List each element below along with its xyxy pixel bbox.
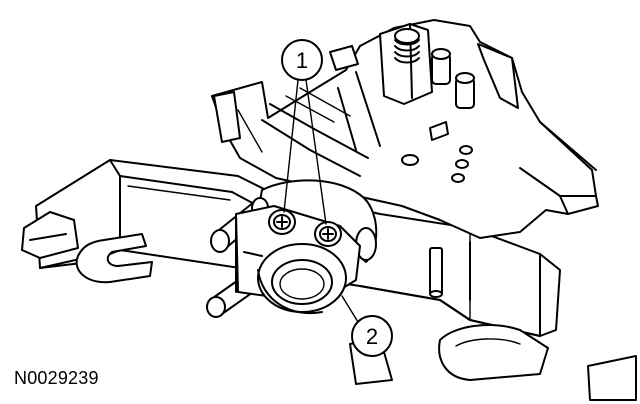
callout-1: 1 [281,39,327,225]
callout-2-label: 2 [366,324,378,349]
callout-2: 2 [341,295,393,357]
figure-code: N0029239 [14,368,99,388]
component-2-solenoid-assembly [206,179,378,318]
spring [394,28,420,64]
bolt-right [314,221,342,247]
callout-1-label: 1 [296,48,308,73]
bolt-left [268,209,296,235]
bore-cylinder [257,243,347,315]
